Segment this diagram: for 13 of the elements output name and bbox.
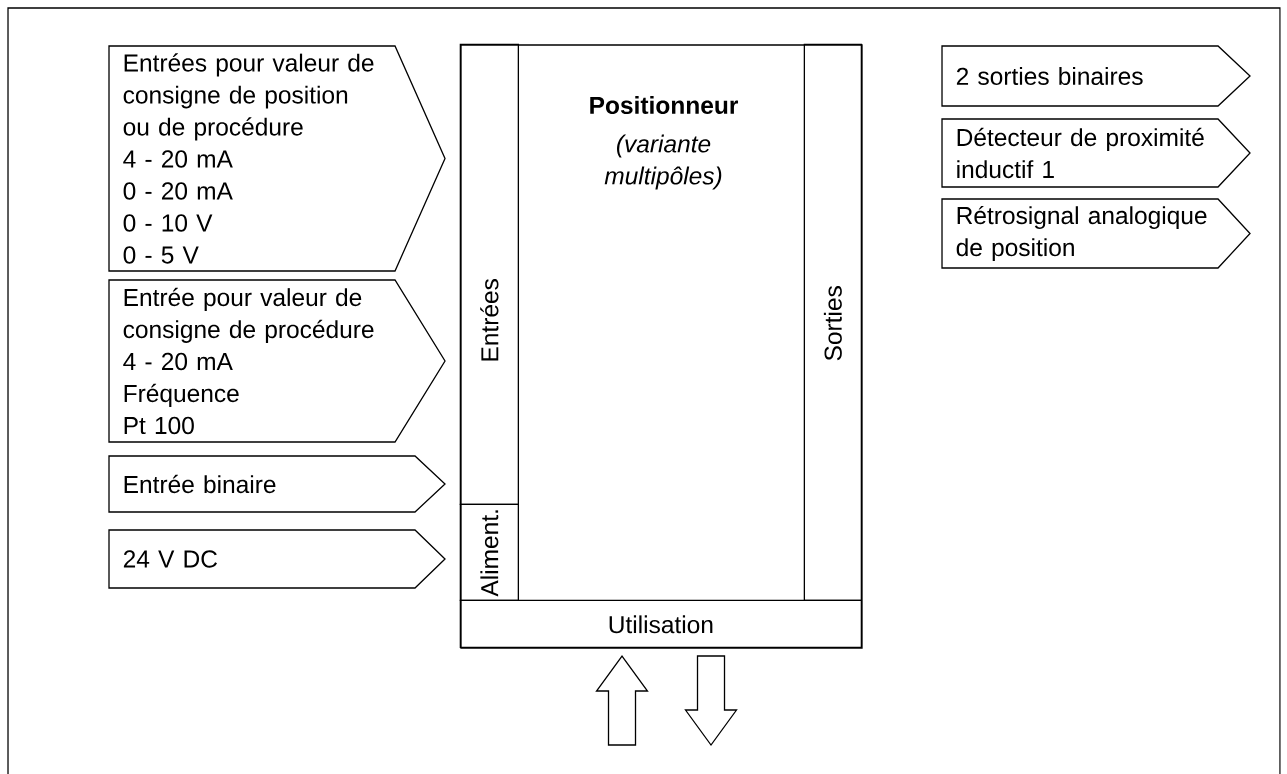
arrow-box: Détecteur de proximité inductif 1: [941, 118, 1251, 188]
section-box: Sorties: [803, 43, 862, 601]
arrow-box: 2 sorties binaires: [941, 45, 1251, 107]
section-box: Utilisation: [459, 599, 862, 648]
arrow-box: Rétrosignal analogique de position: [941, 198, 1251, 269]
block-arrow: [595, 654, 649, 746]
arrow-box: Entrée pour valeur de consigne de procédure 4 - 20 mA Fréquence Pt 100: [108, 279, 446, 443]
section-box: Entrées: [459, 43, 519, 505]
arrow-box: 24 V DC: [108, 529, 446, 589]
section-box: Aliment.: [459, 503, 519, 601]
arrow-box: Entrée binaire: [108, 455, 446, 513]
block-arrow: [684, 655, 738, 747]
arrow-box: Entrées pour valeur de consigne de position ou de procédure 4 - 20 mA 0 - 20 mA 0 - 10 V 0 - 5 V: [108, 45, 446, 272]
